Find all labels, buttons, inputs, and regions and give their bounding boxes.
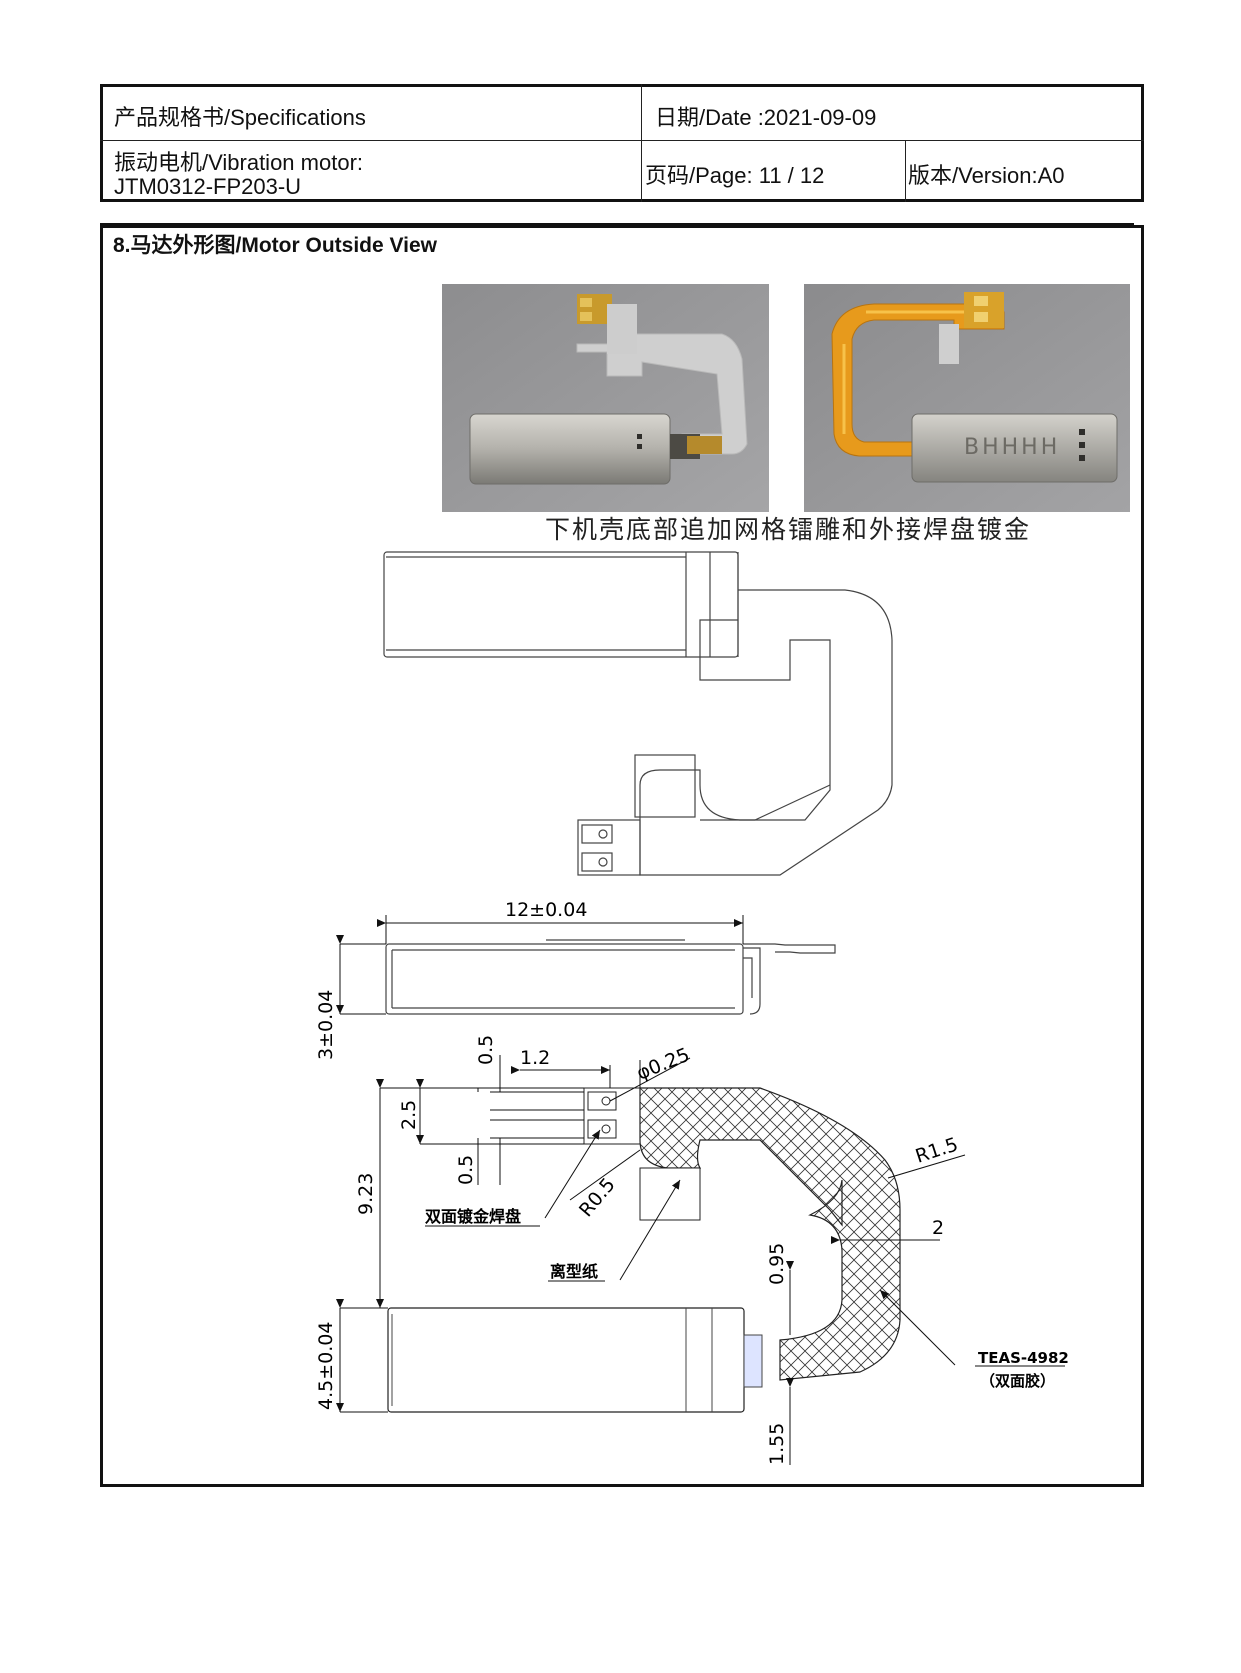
label-release-paper: 离型纸	[550, 1262, 598, 1281]
motor-photo-1	[442, 284, 769, 512]
dim-height: 9.23	[355, 1173, 377, 1215]
section-frame	[100, 225, 1144, 1487]
dim-r15: R1.5	[913, 1133, 961, 1167]
header-divider-v2	[905, 140, 906, 202]
dim-thickness: 3±0.04	[315, 990, 337, 1060]
section-top-rule	[100, 223, 1134, 225]
dim-pad-width: 1.2	[520, 1047, 550, 1069]
photo-caption: 下机壳底部追加网格镭雕和外接焊盘镀金	[545, 515, 1032, 544]
dim-pad-span: 2.5	[398, 1100, 420, 1130]
dim-body-height: 4.5±0.04	[315, 1322, 337, 1410]
header-divider-h	[100, 140, 1144, 141]
header-table	[100, 84, 1144, 202]
photo-engraving: BHHHH	[964, 435, 1060, 460]
dim-r05: R0.5	[575, 1174, 620, 1221]
dim-pad-gap-bottom: 0.5	[455, 1155, 477, 1185]
spec-date: 日期/Date :2021-09-09	[655, 105, 877, 130]
dim-width-2: 2	[932, 1217, 944, 1239]
product-name: 振动电机/Vibration motor:	[114, 150, 364, 175]
label-tape-sub: （双面胶）	[980, 1372, 1055, 1390]
dim-hole: φ0.25	[634, 1044, 693, 1085]
side-view	[385, 939, 836, 1015]
spec-title: 产品规格书/Specifications	[114, 105, 366, 130]
version: 版本/Version:A0	[908, 163, 1065, 188]
header-divider-v1	[641, 84, 642, 202]
product-model: JTM0312-FP203-U	[114, 174, 302, 199]
page-number: 页码/Page: 11 / 12	[645, 163, 825, 188]
isometric-view	[383, 551, 893, 876]
dim-095: 0.95	[766, 1243, 788, 1285]
section-title: 8.马达外形图/Motor Outside View	[113, 234, 437, 257]
dim-pad-gap-top: 0.5	[475, 1035, 497, 1065]
label-gold-pads: 双面镀金焊盘	[425, 1207, 521, 1226]
dim-length: 12±0.04	[505, 899, 587, 921]
label-tape: TEAS-4982	[978, 1349, 1069, 1367]
dim-155: 1.55	[766, 1423, 788, 1465]
plan-view	[387, 1087, 901, 1413]
motor-photo-2: BHHHH	[804, 284, 1130, 512]
